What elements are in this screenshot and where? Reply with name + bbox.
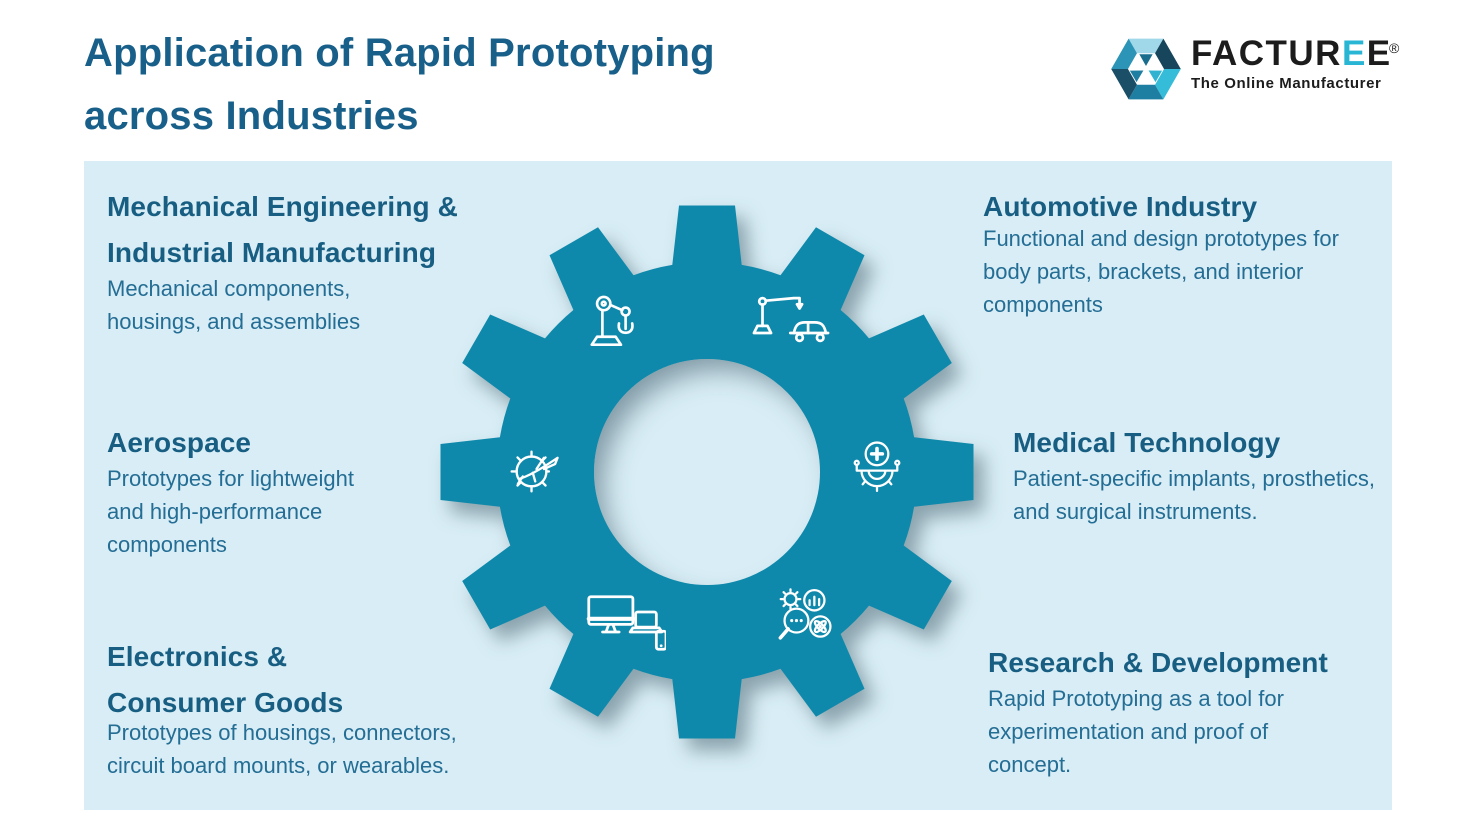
section-heading-aerospace: Aerospace	[107, 427, 252, 458]
brand-wordmark: FACTUREE®	[1191, 36, 1399, 72]
logo-text: FACTUREE® The Online Manufacturer	[1191, 36, 1399, 93]
logo-tagline: The Online Manufacturer	[1191, 75, 1382, 92]
section-heading-automotive: Automotive Industry	[983, 191, 1258, 222]
car-assembly-icon	[751, 286, 831, 343]
section-body-aerospace: Prototypes for lightweight and high-perf…	[107, 466, 355, 557]
section-body-medical: Patient-specific implants, prosthetics, …	[1013, 466, 1375, 524]
registered-mark: ®	[1389, 40, 1401, 56]
section-heading-electronics: Electronics & Consumer Goods	[107, 641, 344, 718]
section-body-research: Rapid Prototyping as a tool for experime…	[988, 686, 1284, 777]
airplane-gear-icon	[503, 438, 565, 500]
facturee-logo: FACTUREE® The Online Manufacturer	[1109, 28, 1409, 108]
robot-arm-icon	[581, 289, 645, 350]
research-analysis-icon	[775, 586, 837, 648]
electronic-devices-icon	[586, 594, 666, 652]
section-heading-research: Research & Development	[988, 647, 1328, 678]
section-body-mechanical: Mechanical components, housings, and ass…	[107, 276, 361, 334]
section-heading-medical: Medical Technology	[1013, 427, 1281, 458]
facturee-hexagon-logo-icon	[1111, 38, 1181, 100]
gear-center-hole	[594, 359, 820, 585]
medical-robotics-icon	[847, 436, 907, 498]
section-body-electronics: Prototypes of housings, connectors, circ…	[107, 720, 457, 778]
section-heading-mechanical: Mechanical Engineering & Industrial Manu…	[107, 191, 458, 268]
section-body-automotive: Functional and design prototypes for bod…	[983, 226, 1339, 317]
page-title: Application of Rapid Prototyping across …	[84, 31, 715, 138]
